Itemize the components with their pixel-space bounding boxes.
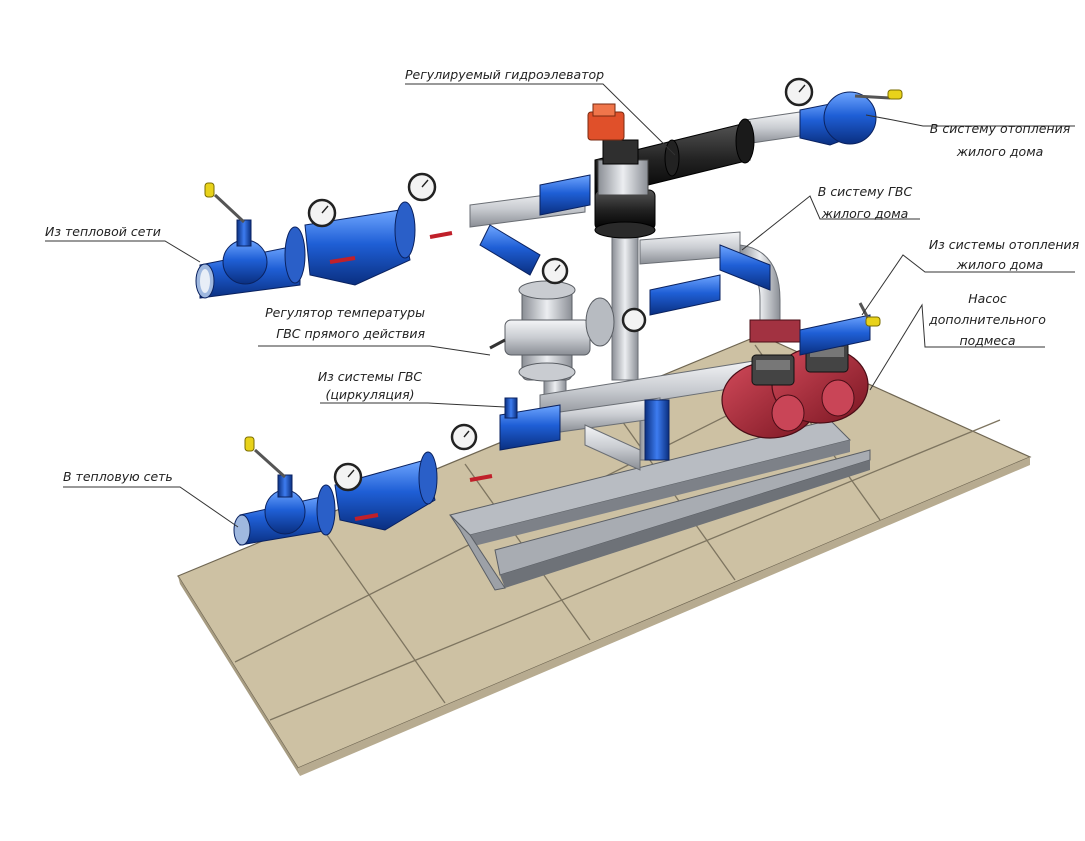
gauge-needles [321, 84, 806, 478]
label-pump-line1: Насос [968, 291, 1007, 306]
pressure-gauges [307, 77, 814, 492]
label-to-heating-line1: В систему отопления [929, 121, 1071, 136]
label-from-heating-line2: жилого дома [956, 257, 1044, 272]
label-regulator-line2: ГВС прямого действия [276, 326, 425, 341]
support-frame [449, 419, 871, 591]
label-elevator: Регулируемый гидроэлеватор [405, 67, 605, 82]
label-pump-line3: подмеса [959, 333, 1016, 348]
label-pump-line2: дополнительного [929, 312, 1046, 327]
hydro-elevator [587, 103, 755, 239]
label-to-dhw-line1: В систему ГВС [817, 184, 913, 199]
label-to-network: В тепловую сеть [63, 469, 173, 484]
label-regulator-line1: Регулятор температуры [265, 305, 425, 320]
red-valve-handles [329, 231, 493, 521]
label-from-network: Из тепловой сети [45, 224, 161, 239]
label-from-heating-line1: Из системы отопления [928, 237, 1080, 252]
mixing-pump [721, 319, 869, 439]
handle-grips [204, 89, 903, 452]
leader-lines [45, 83, 1075, 528]
label-dhw-circulation-line2: (циркуляция) [325, 387, 415, 402]
label-to-heating-line2: жилого дома [956, 144, 1044, 159]
temperature-regulator [489, 280, 615, 382]
label-dhw-circulation-line1: Из системы ГВС [317, 369, 423, 384]
blue-pipes [195, 91, 877, 546]
label-to-dhw-line2: жилого дома [821, 206, 909, 221]
